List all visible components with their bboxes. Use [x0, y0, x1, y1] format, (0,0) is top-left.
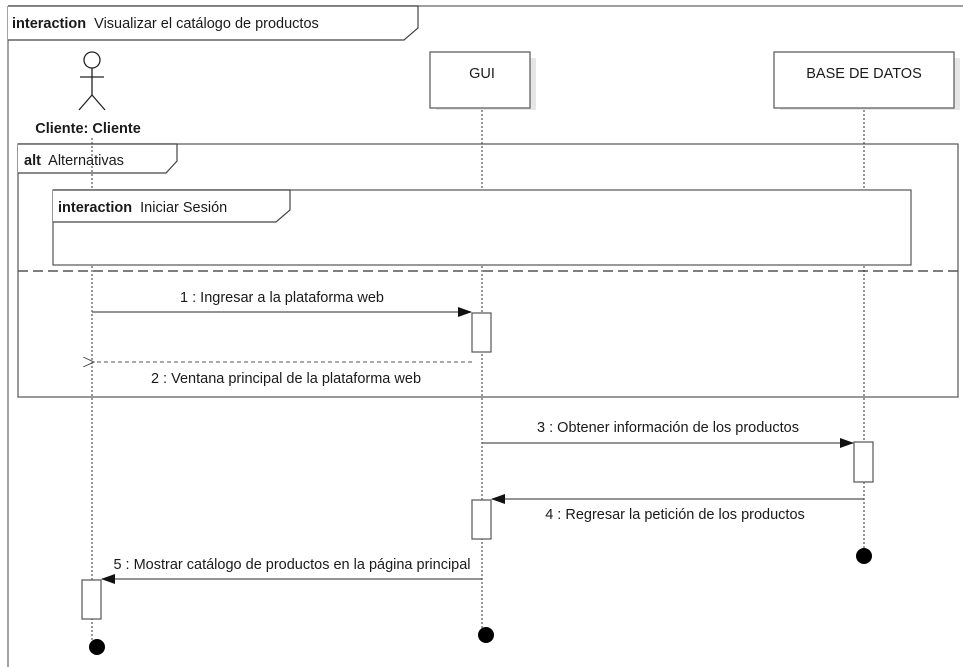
actor-cliente[interactable]: Cliente: Cliente: [35, 51, 141, 137]
message-4[interactable]: 4 : Regresar la petición de los producto…: [491, 494, 864, 523]
message-2-label: 2 : Ventana principal de la plataforma w…: [151, 371, 421, 387]
lifeline-label-db: BASE DE DATOS: [806, 66, 922, 82]
activation-gui-2: [471, 499, 492, 540]
interaction-use-iniciar-sesion[interactable]: interaction Iniciar Sesión: [52, 189, 912, 266]
interaction-frame: interaction Visualizar el catálogo de pr…: [7, 5, 963, 667]
frame-tab: [8, 5, 419, 41]
svg-text:alt Alternativas: alt Alternativas: [24, 153, 124, 169]
frame-title: Visualizar el catálogo de productos: [94, 16, 319, 32]
message-3-label: 3 : Obtener información de los productos: [537, 420, 799, 436]
actor-label: Cliente: Cliente: [35, 121, 141, 137]
interaction-use-title: Iniciar Sesión: [140, 200, 227, 216]
message-3[interactable]: 3 : Obtener información de los productos: [482, 420, 854, 448]
alt-tab: [18, 143, 178, 174]
end-marker-gui: [478, 627, 494, 643]
message-2[interactable]: 2 : Ventana principal de la plataforma w…: [94, 362, 472, 387]
alt-fragment: alt Alternativas: [17, 143, 959, 398]
end-marker-cliente: [89, 639, 105, 655]
lifeline-head-db[interactable]: BASE DE DATOS: [773, 51, 960, 110]
interaction-use-keyword: interaction: [58, 200, 132, 216]
lifeline-label-gui: GUI: [469, 66, 495, 82]
frame-keyword: interaction: [12, 16, 86, 32]
message-1-label: 1 : Ingresar a la plataforma web: [180, 290, 384, 306]
alt-keyword: alt: [24, 153, 41, 169]
message-1[interactable]: 1 : Ingresar a la plataforma web: [92, 290, 472, 317]
activation-gui-1: [471, 312, 492, 353]
message-5-label: 5 : Mostrar catálogo de productos en la …: [113, 557, 470, 573]
activation-cliente: [81, 579, 102, 620]
alt-title: Alternativas: [48, 153, 124, 169]
stick-figure-icon: [78, 51, 106, 111]
svg-text:interaction Visualizar e: interaction Visualizar el catálogo de pr…: [12, 16, 319, 32]
end-marker-db: [856, 548, 872, 564]
lifeline-head-gui[interactable]: GUI: [429, 51, 536, 110]
message-5[interactable]: 5 : Mostrar catálogo de productos en la …: [101, 557, 482, 584]
message-4-label: 4 : Regresar la petición de los producto…: [545, 507, 805, 523]
activation-db: [853, 441, 874, 483]
svg-text:interaction Iniciar Sesi: interaction Iniciar Sesión: [58, 200, 227, 216]
